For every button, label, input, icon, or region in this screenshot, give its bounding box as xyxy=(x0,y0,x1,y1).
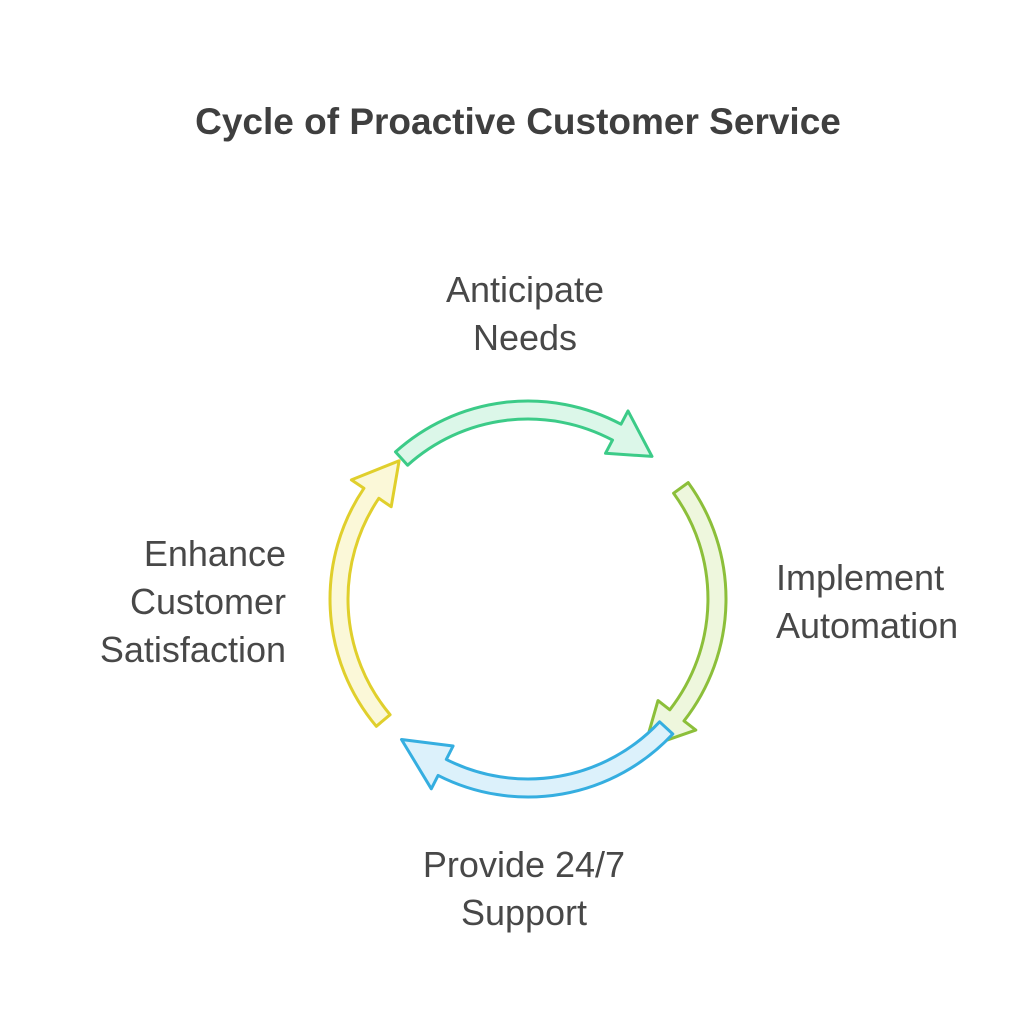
step-label-enhance-satisfaction: Enhance Customer Satisfaction xyxy=(40,530,286,674)
step-label-line: Enhance xyxy=(143,533,286,574)
step-label-line: Anticipate xyxy=(445,269,605,310)
step-label-provide-support: Provide 24/7 Support xyxy=(374,841,674,937)
arrow-support-to-satisfaction xyxy=(400,720,675,799)
step-label-line: Automation xyxy=(776,605,959,646)
step-label-line: Satisfaction xyxy=(99,629,286,670)
step-label-line: Needs xyxy=(472,317,578,358)
arrow-implement-to-support xyxy=(642,481,728,750)
step-label-line: Provide 24/7 xyxy=(422,844,626,885)
diagram-title: Cycle of Proactive Customer Service xyxy=(195,101,841,142)
step-label-line: Implement xyxy=(776,557,945,598)
step-label-line: Support xyxy=(460,892,588,933)
arrow-anticipate-to-implement xyxy=(394,399,654,467)
step-label-line: Customer xyxy=(129,581,286,622)
arrow-satisfaction-to-anticipate xyxy=(328,459,401,728)
step-label-implement-automation: Implement Automation xyxy=(776,554,1016,650)
step-label-anticipate-needs: Anticipate Needs xyxy=(375,266,675,362)
